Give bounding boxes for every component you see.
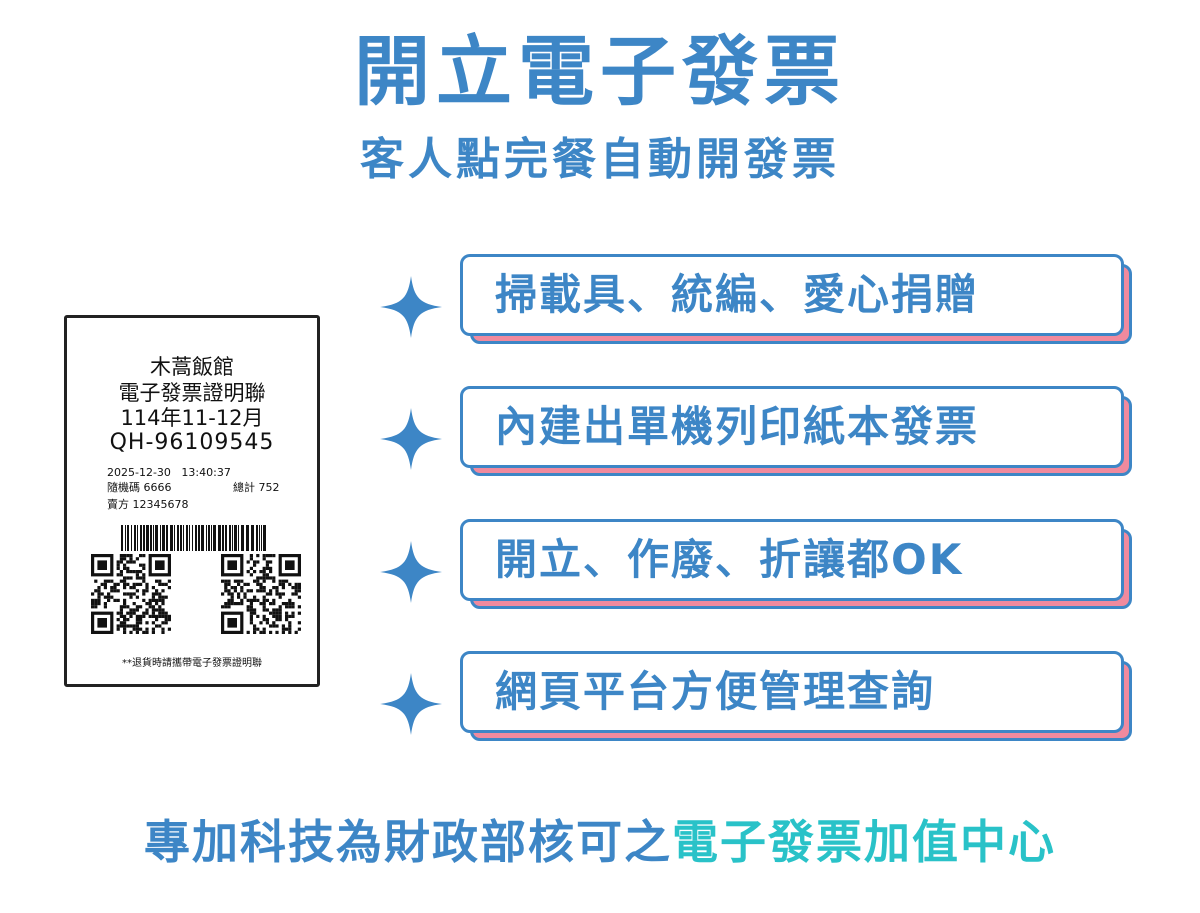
sparkle-icon — [380, 408, 442, 470]
feature-label: 網頁平台方便管理查詢 — [460, 651, 1124, 733]
feature-label: 內建出單機列印紙本發票 — [460, 386, 1124, 468]
receipt-random-code: 隨機碼 6666 — [107, 481, 172, 494]
receipt-invoice-number: QH-96109545 — [109, 430, 275, 455]
feature-label: 掃載具、統編、愛心捐贈 — [460, 254, 1124, 336]
receipt-period: 114年11-12月 — [120, 406, 264, 430]
qr-code-icon — [221, 554, 301, 634]
footer-tagline-part2: 電子發票加值中心 — [672, 815, 1056, 869]
footer-tagline: 專加科技為財政部核可之電子發票加值中心 — [0, 810, 1200, 874]
page-title: 開立電子發票 — [354, 27, 846, 116]
receipt-doc-title: 電子發票證明聯 — [118, 381, 266, 405]
barcode-icon — [121, 525, 266, 551]
receipt-store-name: 木蒿飯館 — [150, 355, 234, 379]
receipt-datetime: 2025-12-30 13:40:37 — [107, 466, 231, 479]
sparkle-icon — [380, 673, 442, 735]
page-subtitle: 客人點完餐自動開發票 — [360, 134, 840, 185]
feature-item: 內建出單機列印紙本發票 — [378, 386, 1138, 486]
receipt-total: 總計 752 — [233, 481, 280, 494]
feature-item: 開立、作廢、折讓都OK — [378, 519, 1138, 619]
invoice-receipt: 木蒿飯館 電子發票證明聯 114年11-12月 QH-96109545 2025… — [64, 315, 320, 687]
receipt-footer-note: **退貨時請攜帶電子發票證明聯 — [122, 658, 262, 669]
sparkle-icon — [380, 276, 442, 338]
qr-code-icon — [91, 554, 171, 634]
receipt-seller: 賣方 12345678 — [107, 498, 189, 511]
feature-item: 網頁平台方便管理查詢 — [378, 651, 1138, 751]
feature-label: 開立、作廢、折讓都OK — [460, 519, 1124, 601]
sparkle-icon — [380, 541, 442, 603]
footer-tagline-part1: 專加科技為財政部核可之 — [144, 815, 672, 869]
feature-item: 掃載具、統編、愛心捐贈 — [378, 254, 1138, 354]
